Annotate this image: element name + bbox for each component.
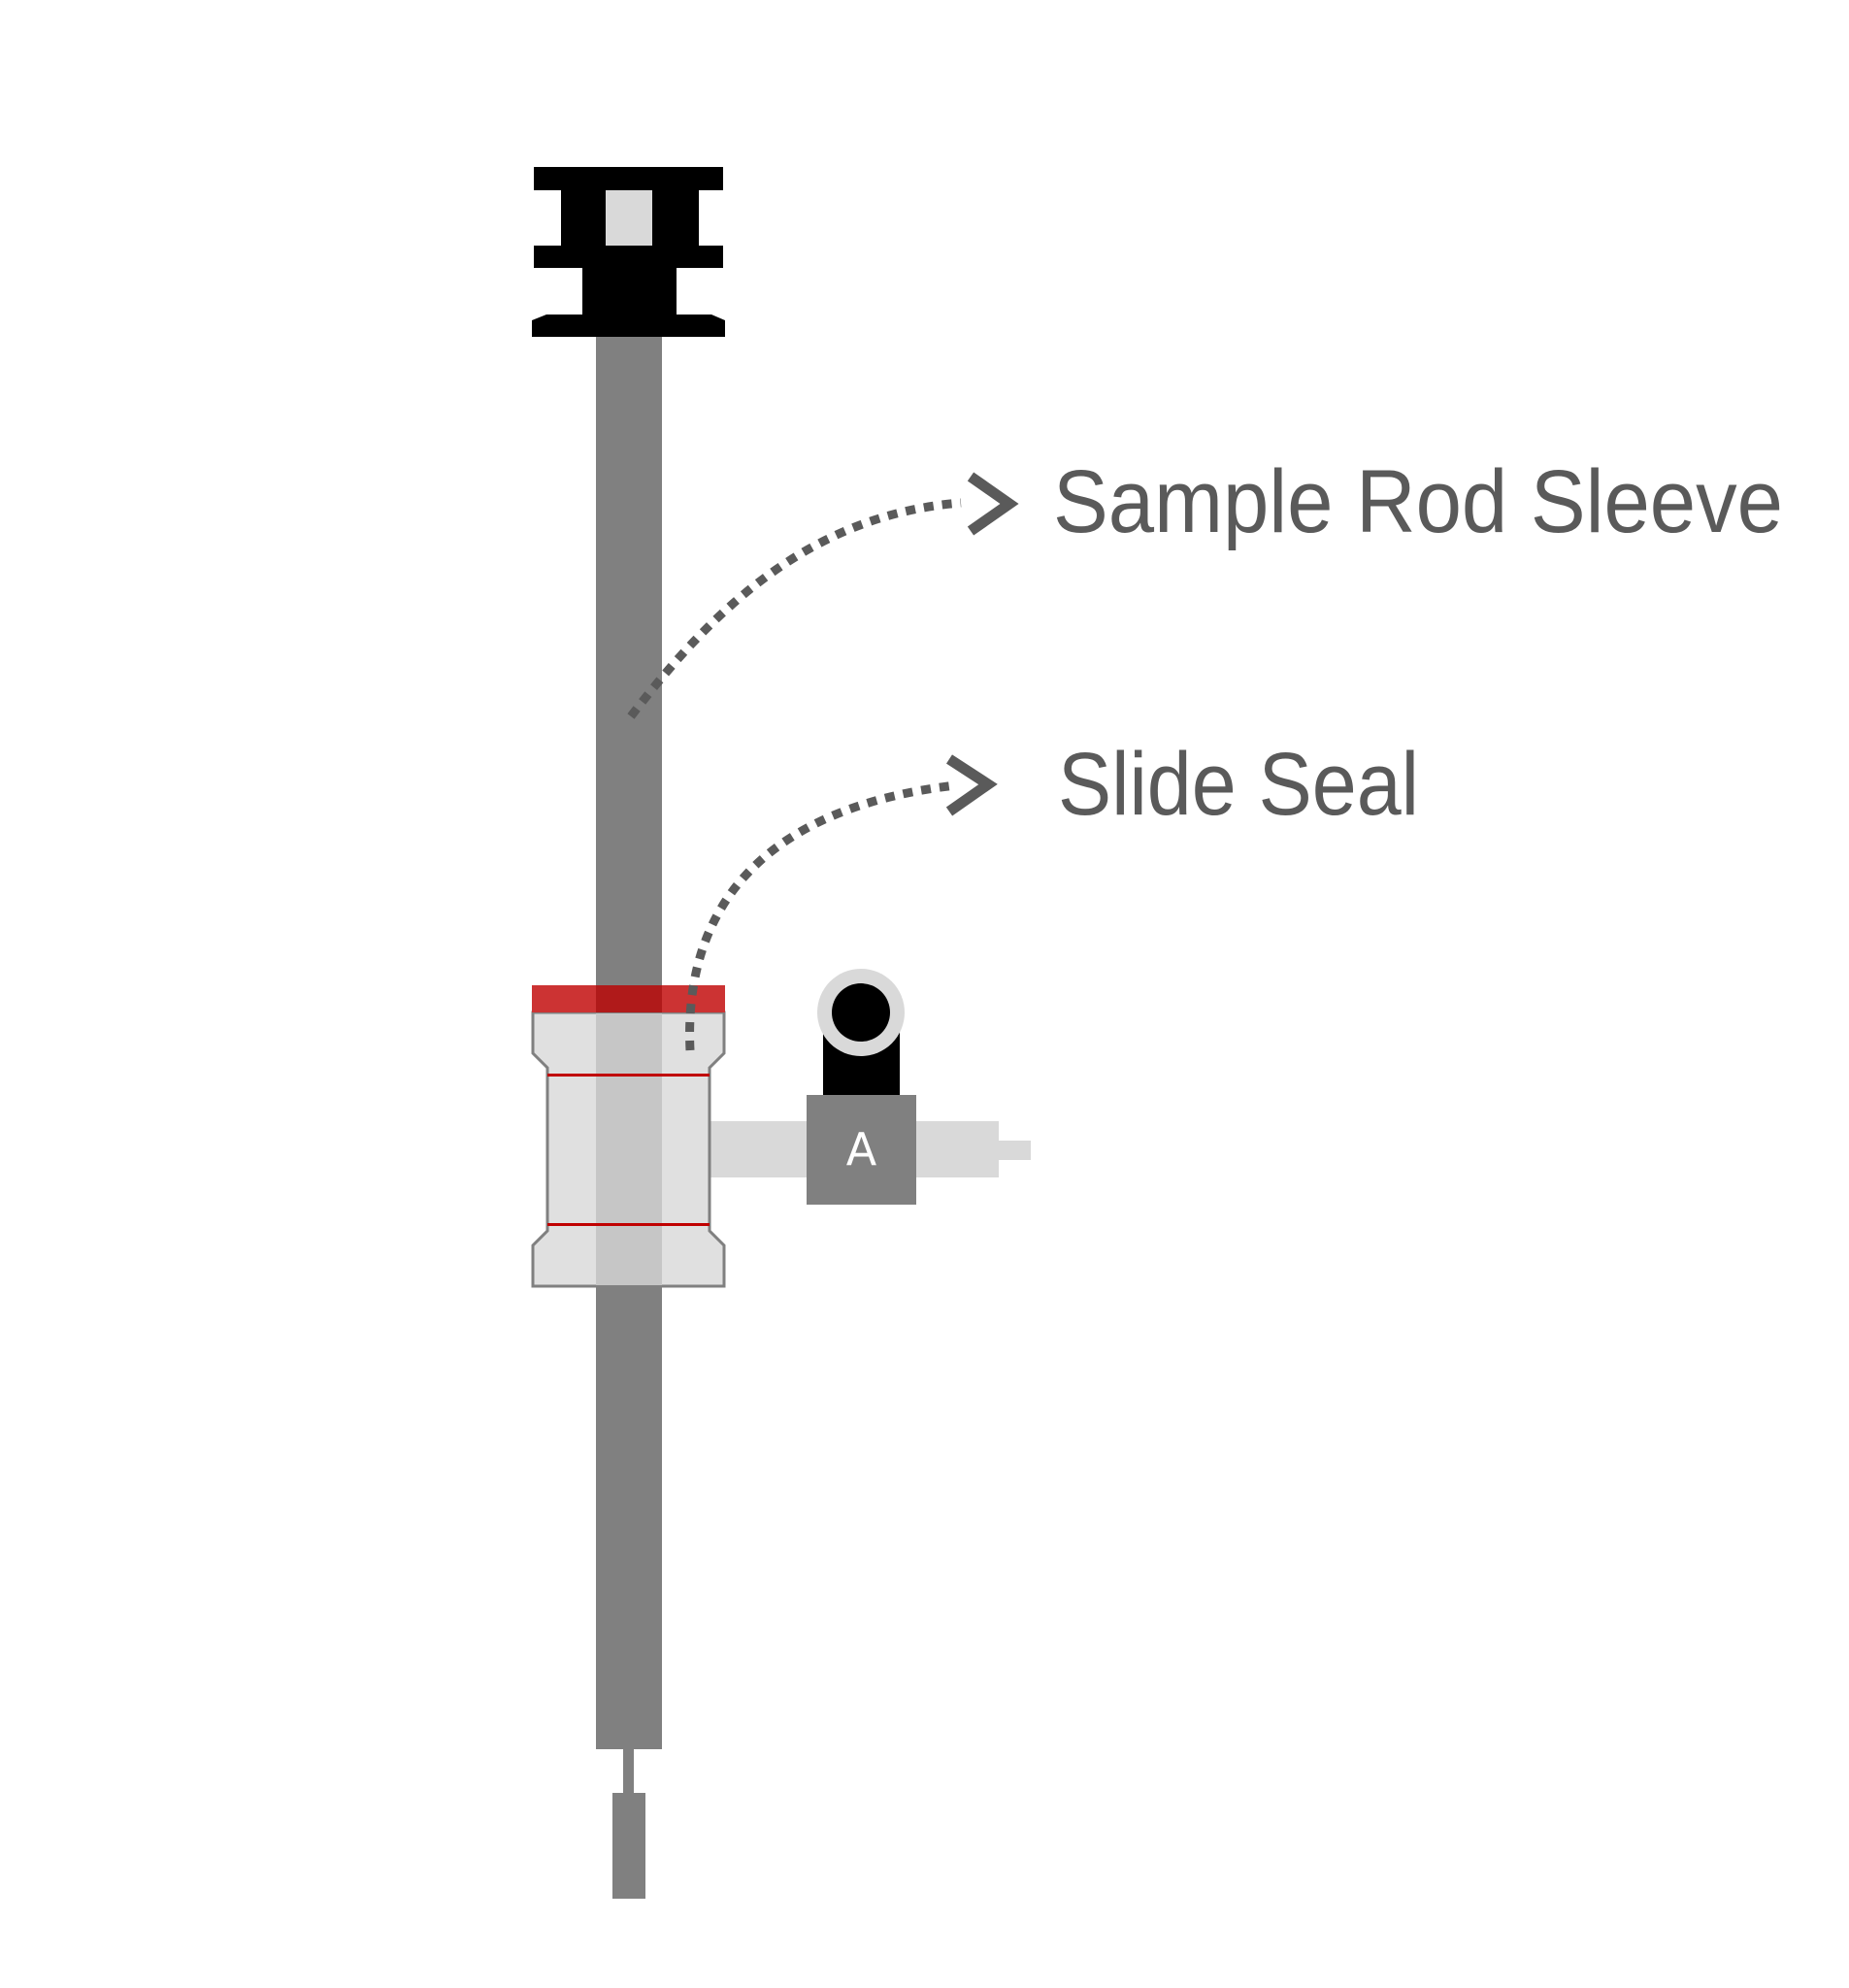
seal-line-top xyxy=(547,1074,710,1077)
valve-a[interactable]: A xyxy=(807,1095,916,1205)
rod-tip xyxy=(612,1793,645,1899)
rod-tip-stem xyxy=(623,1749,634,1793)
arrow-head-seal xyxy=(945,754,998,816)
pipe-stub xyxy=(999,1141,1031,1160)
cap-window xyxy=(606,190,652,246)
seal-line-bottom xyxy=(547,1223,710,1226)
slide-seal-body xyxy=(531,985,726,1288)
callout-curve-sleeve xyxy=(627,498,962,719)
valve-knob-center xyxy=(832,983,890,1042)
label-sample-rod-sleeve: Sample Rod Sleeve xyxy=(1053,452,1783,551)
callout-curve-seal xyxy=(685,780,957,1051)
arrow-head-sleeve xyxy=(967,472,1019,536)
valve-letter: A xyxy=(846,1123,877,1176)
label-slide-seal: Slide Seal xyxy=(1058,735,1419,834)
rod-cap xyxy=(532,167,725,337)
